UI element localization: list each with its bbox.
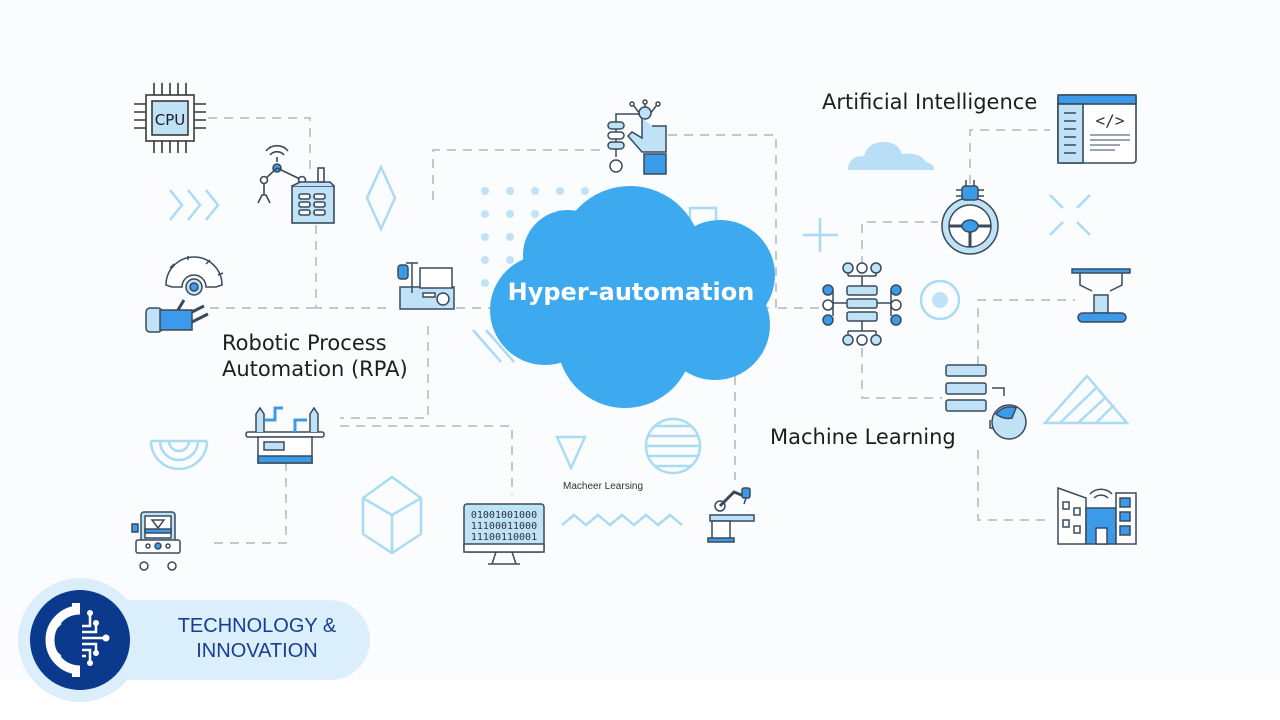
cpu-label: CPU [155,111,186,129]
svg-text:11100110001: 11100110001 [471,532,537,543]
hyper-automation-title: Hyper-automation [507,278,755,306]
inverted-triangle-decoration [555,435,587,472]
target-decoration [919,279,961,321]
svg-text:11100011000: 11100011000 [471,521,537,532]
hyper-automation-cloud[interactable] [490,186,775,408]
code-window-icon [1057,94,1137,164]
ml-label: Machine Learning [770,425,956,449]
industrial-robot-arm-icon [707,487,755,543]
robot-touch-hand-icon [607,99,667,175]
cube-decoration [361,475,423,555]
smart-building-icon [1057,486,1137,545]
lab-machine-icon [397,262,455,310]
server-network-icon [822,262,902,346]
ai-label: Artificial Intelligence [822,90,1038,114]
conveyor-robot-icon [1071,268,1131,323]
badge-line1: TECHNOLOGY & [177,615,337,637]
connector-lines [208,117,1075,544]
striped-circle-decoration [644,417,702,475]
decorations [149,163,1130,555]
rpa-label-line2: Automation (RPA) [222,357,408,381]
ml-small-caption: Macheer Learsing [563,481,644,492]
triangle-decoration [1042,374,1130,425]
printer-cart-icon [131,511,181,571]
footer-band [0,680,1280,720]
x-decoration [1049,194,1091,236]
ai-steering-wheel-icon [941,180,999,255]
bench-machine-icon [245,406,325,464]
zigzag-decoration [561,513,683,527]
gear-robot-hand-icon [145,256,224,333]
small-cloud-decoration [848,142,934,170]
arc-decoration [149,439,209,471]
diamond-decoration [365,163,397,233]
rpa-label-line1: Robotic Process [222,331,387,355]
binary-monitor-icon [463,503,545,565]
badge-circle [30,590,130,690]
badge-line2: INNOVATION [196,640,318,662]
cpu-icon [134,83,206,153]
code-tag-text: </> [1096,111,1125,130]
binary-text: 01001001000 11100011000 11100110001 [471,510,537,543]
svg-text:01001001000: 01001001000 [471,510,537,521]
technology-innovation-badge: TECHNOLOGY & INNOVATION [18,578,370,702]
badge-text: TECHNOLOGY & INNOVATION [142,614,372,664]
robot-arm-factory-icon [257,144,335,224]
chevrons-decoration [169,189,220,221]
gear-circuit-icon [45,603,110,677]
plus-decoration [803,218,838,252]
server-globe-icon [945,364,1027,440]
